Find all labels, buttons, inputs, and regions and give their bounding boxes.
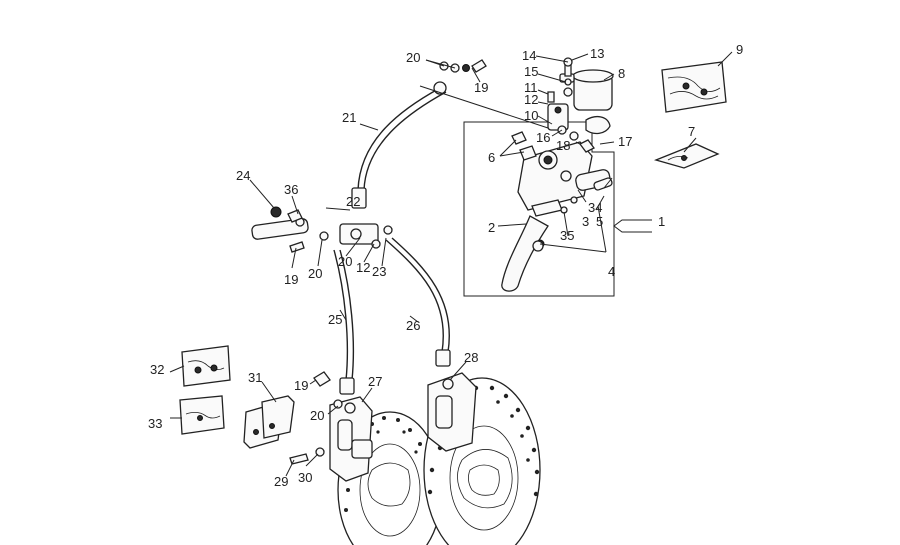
callout-12a: 12 <box>524 92 538 107</box>
callout-2: 2 <box>488 220 495 235</box>
callout-24: 24 <box>236 168 250 183</box>
kit-bag-9 <box>661 61 727 113</box>
callout-27: 27 <box>368 374 382 389</box>
callout-23: 23 <box>372 264 386 279</box>
callout-15: 15 <box>524 64 538 79</box>
callout-1: 1 <box>658 214 665 229</box>
callout-17: 17 <box>618 134 632 149</box>
callout-22: 22 <box>346 194 360 209</box>
callout-19a: 19 <box>474 80 488 95</box>
callout-32: 32 <box>150 362 164 377</box>
callout-6: 6 <box>488 150 495 165</box>
callout-19b: 19 <box>284 272 298 287</box>
callout-16: 16 <box>536 130 550 145</box>
hose-junction-block <box>251 206 393 253</box>
left-brake-caliper <box>329 396 373 482</box>
callout-20b: 20 <box>308 266 322 281</box>
callout-34: 34 <box>588 200 602 215</box>
callout-30: 30 <box>298 470 312 485</box>
callout-18: 18 <box>556 138 570 153</box>
brake-hose-26 <box>385 237 451 367</box>
callout-8: 8 <box>618 66 625 81</box>
kit-bag-33 <box>179 395 225 435</box>
brake-hose-25 <box>333 249 355 395</box>
callout-26: 26 <box>406 318 420 333</box>
callout-5: 5 <box>596 214 603 229</box>
callout-29: 29 <box>274 474 288 489</box>
brake-fluid-reservoir <box>559 69 614 135</box>
callout-labels: 1 2 3 4 5 6 7 8 9 10 11 12 12 13 14 15 1… <box>148 42 743 489</box>
brake-hose-21 <box>351 81 447 209</box>
callout-11: 11 <box>524 80 538 95</box>
brake-lever <box>501 215 549 292</box>
right-brake-caliper <box>427 372 477 452</box>
callout-25: 25 <box>328 312 342 327</box>
callout-12b: 12 <box>356 260 370 275</box>
callout-28: 28 <box>464 350 478 365</box>
callout-31: 31 <box>248 370 262 385</box>
callout-10: 10 <box>524 108 538 123</box>
callout-21: 21 <box>342 110 356 125</box>
callout-14: 14 <box>522 48 536 63</box>
callout-7: 7 <box>688 124 695 139</box>
kit-bag-7 <box>653 143 720 169</box>
callout-36: 36 <box>284 182 298 197</box>
callout-13: 13 <box>590 46 604 61</box>
master-cylinder-small-parts <box>511 131 613 252</box>
callout-3: 3 <box>582 214 589 229</box>
brake-pads-31 <box>243 395 295 449</box>
callout-35: 35 <box>560 228 574 243</box>
callout-33: 33 <box>148 416 162 431</box>
callout-20d: 20 <box>310 408 324 423</box>
callout-20a: 20 <box>406 50 420 65</box>
callout-20c: 20 <box>338 254 352 269</box>
kit-bag-32 <box>181 345 231 387</box>
callout-19c: 19 <box>294 378 308 393</box>
leader-lines <box>169 51 733 477</box>
reservoir-bracket <box>547 57 595 153</box>
callout-4: 4 <box>608 264 615 279</box>
callout-9: 9 <box>736 42 743 57</box>
